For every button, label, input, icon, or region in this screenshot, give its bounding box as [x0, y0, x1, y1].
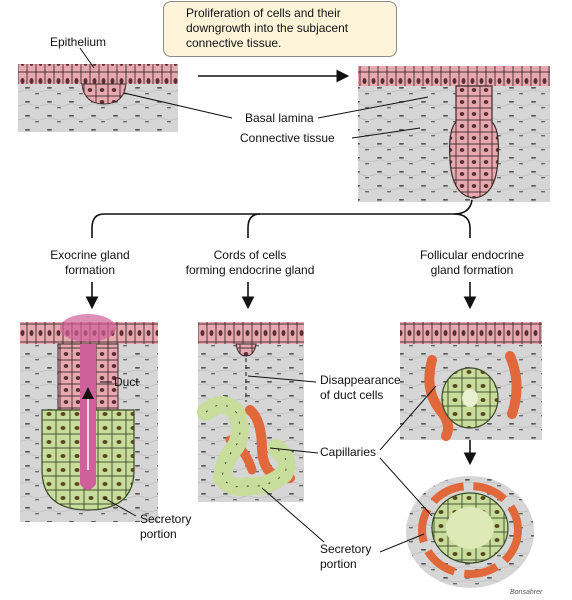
disappearance-leader — [247, 375, 317, 383]
basal-lamina-leader-right — [317, 96, 429, 119]
capillaries-leader-left — [269, 447, 319, 454]
label-cords-2: forming endocrine gland — [186, 263, 315, 277]
label-exocrine-2: formation — [65, 263, 115, 277]
label-cords-1: Cords of cells — [214, 248, 287, 262]
secretory-mid-leader — [261, 487, 325, 543]
label-capillaries: Capillaries — [320, 445, 376, 459]
callout-line-2: downgrowth into the subjacent — [186, 21, 349, 35]
follicular-capillary-1 — [424, 355, 453, 441]
basal-lamina-leader-left — [123, 92, 233, 119]
label-secretory-mid-2: portion — [320, 557, 357, 571]
artist-signature: Bonsahrer — [510, 589, 543, 596]
mature-capillary-network — [418, 482, 522, 578]
label-secretory-left-1: Secretory — [140, 512, 191, 526]
label-basal-lamina: Basal lamina — [245, 111, 314, 125]
proliferation-callout: Proliferation of cells and their downgro… — [163, 1, 397, 57]
epithelium-leader — [79, 47, 95, 69]
cords-panel — [197, 322, 304, 502]
branch-line-middle — [247, 213, 261, 238]
early-bud — [81, 83, 127, 105]
branch-line-right — [453, 213, 471, 238]
label-exocrine-1: Exocrine gland — [50, 248, 129, 262]
cords-epithelium — [198, 322, 304, 344]
label-epithelium: Epithelium — [50, 35, 106, 49]
secretory-left-leader — [103, 497, 137, 517]
epithelium-layer-left — [18, 64, 178, 84]
capillaries-leader-lower — [379, 457, 433, 517]
mature-follicle-panel — [406, 476, 534, 588]
connective-tissue-leader — [351, 127, 421, 139]
callout-line-3: connective tissue. — [186, 36, 282, 50]
branch-line-left — [91, 199, 473, 238]
label-secretory-mid-1: Secretory — [320, 542, 371, 556]
early-follicle-lumen — [462, 389, 478, 407]
label-duct: Duct — [114, 375, 139, 389]
mature-follicle-colloid — [446, 507, 494, 549]
endocrine-cord-cell-borders — [205, 404, 288, 488]
label-follicular-1: Follicular endocrine — [420, 248, 524, 262]
downgrowth-panel — [358, 66, 550, 202]
callout-line-1: Proliferation of cells and their — [186, 6, 341, 20]
follicular-panel — [400, 322, 542, 441]
label-secretory-left-2: portion — [140, 527, 177, 541]
epithelium-layer-right — [358, 66, 550, 86]
label-disappearance-1: Disappearance — [320, 373, 401, 387]
exocrine-gland-panel — [20, 314, 158, 522]
cell-cord-downgrowth — [449, 85, 499, 199]
capillaries-leader-upper — [379, 385, 437, 451]
initial-epithelium-panel — [18, 64, 178, 132]
cords-remnant-bud — [235, 343, 257, 357]
follicular-capillary-2 — [505, 351, 522, 419]
follicular-epithelium — [400, 322, 542, 344]
secretion-cloud — [60, 314, 116, 342]
label-disappearance-2: of duct cells — [320, 388, 383, 402]
label-connective-tissue: Connective tissue — [240, 131, 335, 145]
label-follicular-2: gland formation — [431, 263, 514, 277]
secretory-mid-leader-right — [379, 533, 425, 553]
